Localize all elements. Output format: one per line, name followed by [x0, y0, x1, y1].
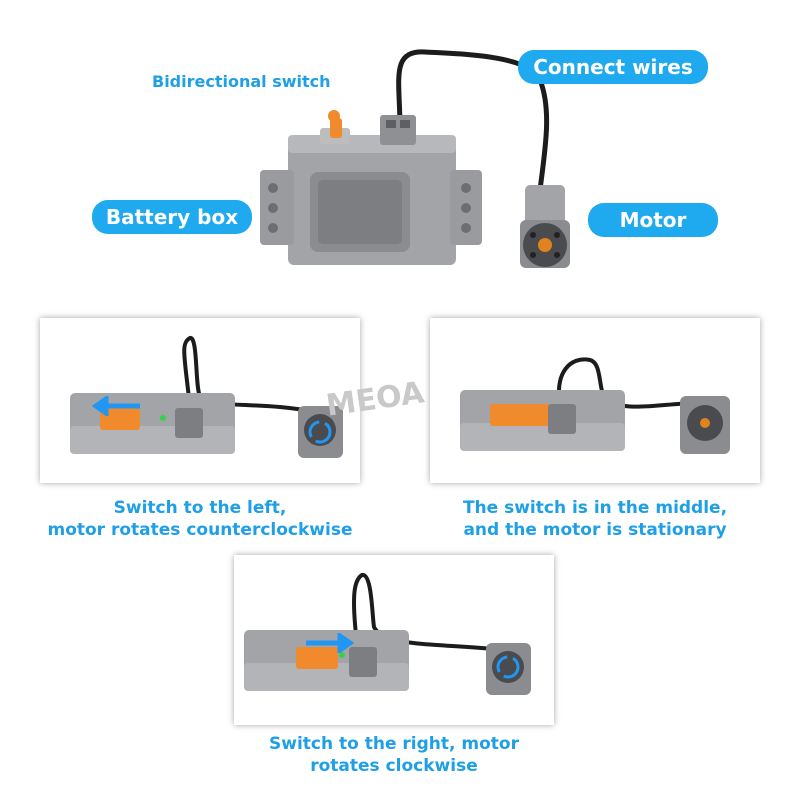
caption-right-line-2: rotates clockwise: [310, 756, 478, 776]
battery-box-label: Battery box: [92, 200, 252, 234]
switch-left-illustration: [70, 335, 343, 458]
caption-left: Switch to the left, motor rotates counte…: [40, 497, 360, 541]
caption-middle-line-2: and the motor is stationary: [463, 520, 727, 540]
rotation-arrows-icon: [494, 653, 522, 681]
caption-middle-line-1: The switch is in the middle,: [462, 498, 728, 518]
battery-box-and-motor-illustration: [260, 49, 570, 268]
caption-left-line-1: Switch to the left,: [113, 498, 287, 518]
hero-image: [240, 40, 600, 290]
caption-middle: The switch is in the middle, and the mot…: [430, 497, 760, 541]
motor-label: Motor: [588, 203, 718, 237]
panel-switch-right: [234, 555, 554, 725]
connect-wires-label: Connect wires: [518, 50, 708, 84]
bidirectional-switch-label: Bidirectional switch: [152, 72, 331, 91]
caption-left-line-2: motor rotates counterclockwise: [47, 520, 353, 540]
caption-right-line-1: Switch to the right, motor: [269, 734, 519, 754]
arrow-icon: [304, 633, 354, 653]
panel-switch-middle: [430, 318, 760, 483]
panel-switch-left: [40, 318, 360, 483]
caption-right: Switch to the right, motor rotates clock…: [234, 733, 554, 777]
arrow-icon: [92, 396, 142, 416]
switch-middle-illustration: [460, 357, 730, 454]
rotation-arrows-icon: [306, 418, 334, 446]
switch-pointer-dot: [328, 110, 340, 122]
switch-right-illustration: [244, 573, 531, 695]
